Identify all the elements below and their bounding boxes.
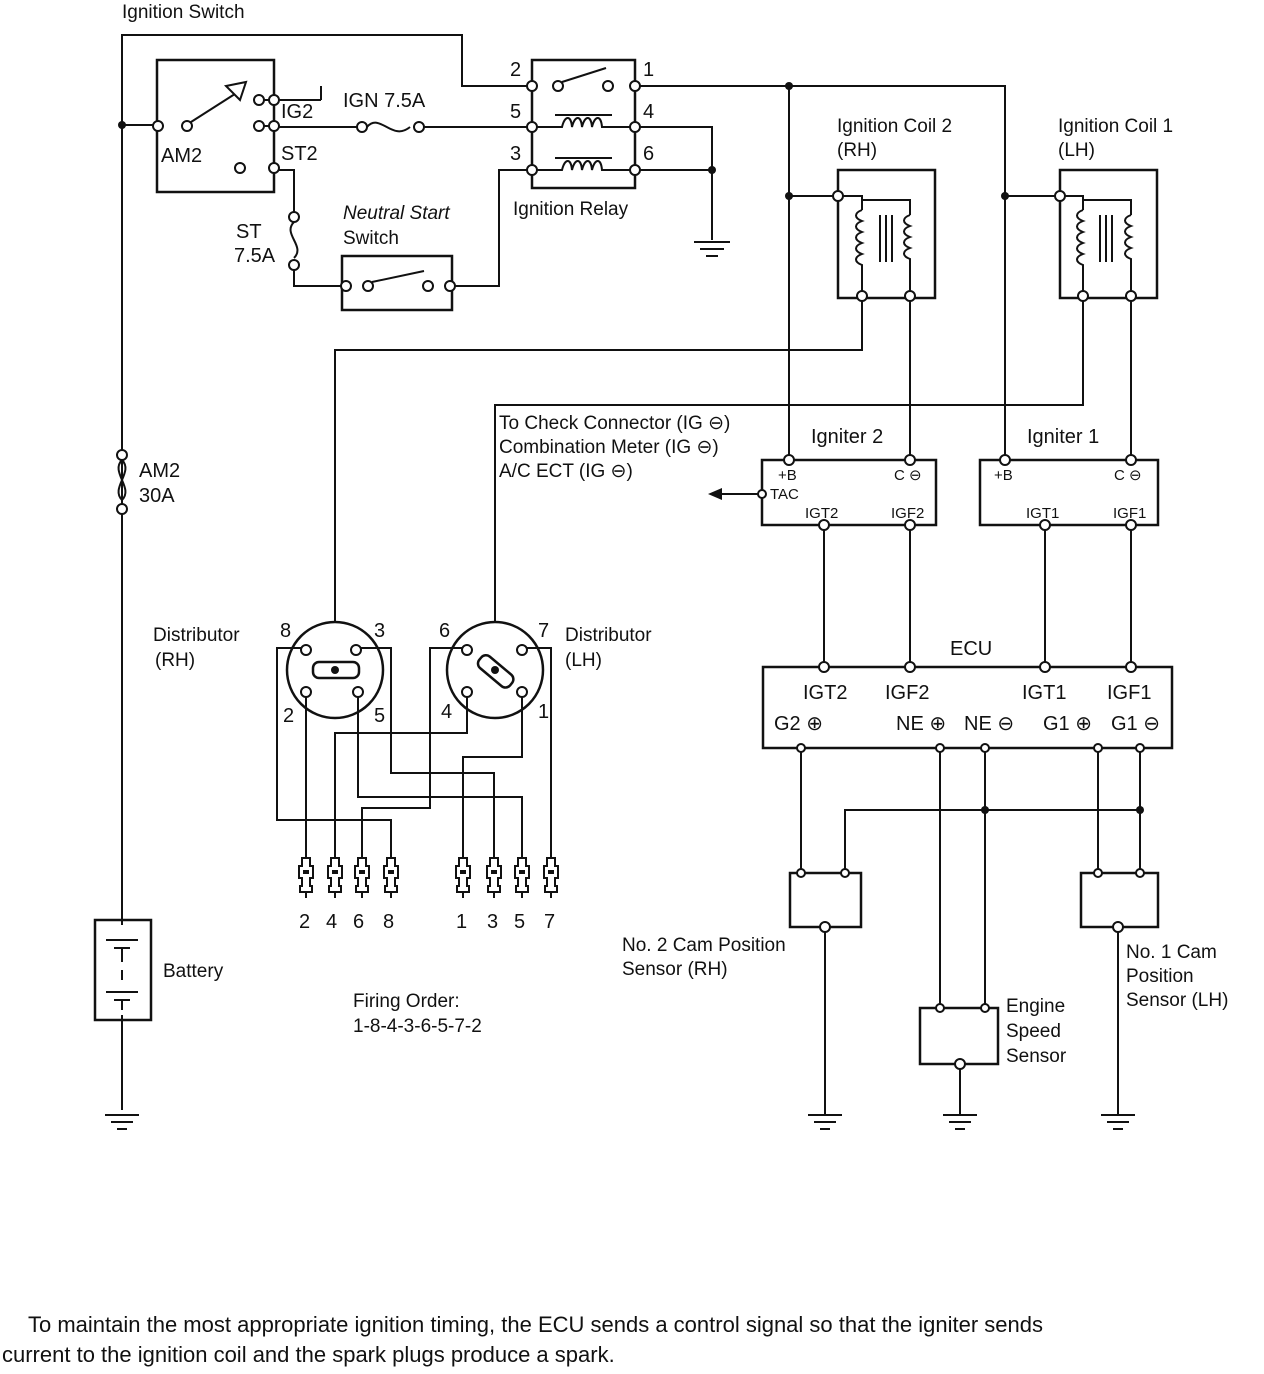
spark-plug-icon [298,857,314,898]
dist-lh-label-1: Distributor [565,625,652,646]
ecu-igt1-label: IGT1 [1022,682,1066,704]
ig2-terminal-label: IG2 [281,101,313,123]
igniter2-b-label: +B [778,467,797,484]
dist-rh-label-1: Distributor [153,625,240,646]
ignition-relay-label: Ignition Relay [513,199,629,220]
caption-line-2: current to the ignition coil and the spa… [2,1342,615,1367]
plug-number-1: 1 [456,911,467,933]
cam2-label-1: No. 2 Cam Position [622,935,786,956]
ecu-ne-plus-label: NE ⊕ [896,713,946,735]
am2-fuse-label-2: 30A [139,485,175,507]
igniter1-igt-label: IGT1 [1026,505,1059,522]
spark-plug-icon [383,857,399,898]
battery-label: Battery [163,961,224,982]
ecu-ne-minus-label: NE ⊖ [964,713,1014,735]
st-fuse-label-1: ST [236,221,262,243]
ecu-igf1-label: IGF1 [1107,682,1151,704]
dist-rh-pin-2: 2 [283,705,294,727]
igniter2-igt-label: IGT2 [805,505,838,522]
am2-fuse-label-1: AM2 [139,460,180,482]
combination-meter-label: Combination Meter (IG ⊖) [499,437,719,458]
plug-number-6: 6 [353,911,364,933]
spark-plug-icon [455,857,471,898]
neutral-start-label-1: Neutral Start [343,203,450,224]
spark-plugs [298,857,559,898]
igniter1-c-label: C ⊖ [1114,467,1142,484]
relay-pin-3: 3 [510,143,521,165]
igniter2-igf-label: IGF2 [891,505,924,522]
ignition-switch [152,58,322,194]
coil1-label-2: (LH) [1058,140,1095,161]
spark-plug-icon [354,857,370,898]
plug-number-5: 5 [514,911,525,933]
ground-symbols [105,1114,1135,1130]
ac-ect-label: A/C ECT (IG ⊖) [499,461,633,482]
igniter2-tac-label: TAC [770,486,799,503]
dist-lh-pin-7: 7 [538,620,549,642]
st2-terminal-label: ST2 [281,143,318,165]
caption: To maintain the most appropriate ignitio… [0,1310,1264,1370]
engine-speed-label-2: Speed [1006,1021,1061,1042]
dist-rh-pin-5: 5 [374,705,385,727]
ecu-label: ECU [950,638,992,660]
dist-lh-label-2: (LH) [565,650,602,671]
spark-plug-icon [327,857,343,898]
cam1-label-1: No. 1 Cam [1126,942,1217,963]
cam2-label-2: Sensor (RH) [622,959,728,980]
neutral-start-label-2: Switch [343,228,399,249]
spark-plug-icon [486,857,502,898]
plug-number-7: 7 [544,911,555,933]
spark-plug-icon [543,857,559,898]
ecu-g1-minus-label: G1 ⊖ [1111,713,1160,735]
relay-pin-6: 6 [643,143,654,165]
plug-number-8: 8 [383,911,394,933]
relay-pin-5: 5 [510,101,521,123]
cam1-label-2: Position [1126,966,1194,987]
coil2-label-1: Ignition Coil 2 [837,116,952,137]
check-connector-label: To Check Connector (IG ⊖) [499,413,730,434]
ign-fuse-label: IGN 7.5A [343,90,426,112]
firing-order-sequence: 1-8-4-3-6-5-7-2 [353,1016,482,1037]
igniter2-label: Igniter 2 [811,426,883,448]
igniter1-label: Igniter 1 [1027,426,1099,448]
dist-rh-pin-8: 8 [280,620,291,642]
ecu-g1-plus-label: G1 ⊕ [1043,713,1092,735]
dist-lh-pin-6: 6 [439,620,450,642]
plug-number-2: 2 [299,911,310,933]
relay-pin-4: 4 [643,101,654,123]
spark-plug-icon [514,857,530,898]
dist-lh-pin-4: 4 [441,701,452,723]
igniter1-igf-label: IGF1 [1113,505,1146,522]
plug-number-4: 4 [326,911,337,933]
st-fuse-label-2: 7.5A [234,245,276,267]
caption-line-1: To maintain the most appropriate ignitio… [28,1312,1043,1337]
relay-pin-1: 1 [643,59,654,81]
coil1-label-1: Ignition Coil 1 [1058,116,1173,137]
firing-order-label: Firing Order: [353,991,460,1012]
dist-rh-label-2: (RH) [155,650,195,671]
engine-speed-label-3: Sensor [1006,1046,1067,1067]
plug-wires [276,647,552,858]
plug-number-3: 3 [487,911,498,933]
ignition-switch-label: Ignition Switch [122,2,245,23]
relay-pin-2: 2 [510,59,521,81]
ecu-g2-label: G2 ⊕ [774,713,823,735]
engine-speed-label-1: Engine [1006,996,1065,1017]
cam1-label-3: Sensor (LH) [1126,990,1228,1011]
ecu-igf2-label: IGF2 [885,682,929,704]
coil2-label-2: (RH) [837,140,877,161]
am2-terminal-label: AM2 [161,145,202,167]
igniter2-c-label: C ⊖ [894,467,922,484]
dist-rh-pin-3: 3 [374,620,385,642]
igniter1-b-label: +B [994,467,1013,484]
ignition-circuit-diagram: Ignition Switch AM2 IG2 ST2 IGN 7.5A ST … [93,2,1228,1130]
dist-lh-pin-1: 1 [538,701,549,723]
ecu-igt2-label: IGT2 [803,682,847,704]
